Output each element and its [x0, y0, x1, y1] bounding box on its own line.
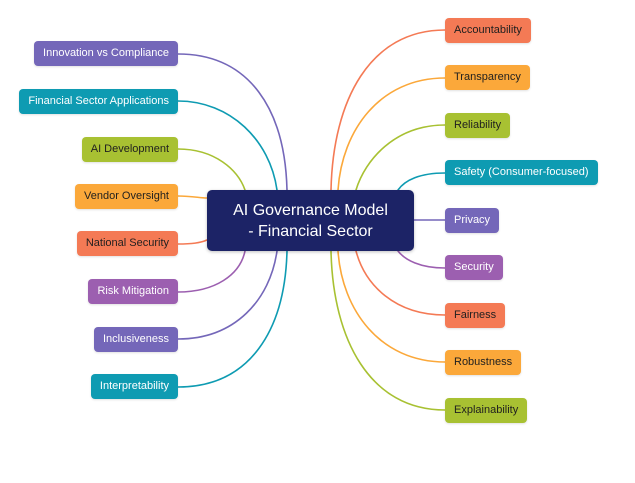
connector-safety: [397, 172, 446, 191]
connector-ai-development: [177, 148, 246, 191]
node-privacy[interactable]: Privacy: [445, 208, 500, 233]
node-ai-development[interactable]: AI Development: [81, 137, 178, 162]
central-topic-line-1: AI Governance Model: [233, 201, 388, 219]
connector-vendor-oversight: [177, 195, 208, 199]
node-national-security[interactable]: National Security: [76, 231, 178, 256]
node-financial-sector-applications[interactable]: Financial Sector Applications: [19, 89, 178, 114]
connector-innovation-vs-compliance: [177, 53, 288, 191]
connector-robustness: [337, 250, 446, 363]
node-accountability[interactable]: Accountability: [445, 18, 531, 43]
connector-reliability: [355, 124, 446, 191]
node-innovation-vs-compliance[interactable]: Innovation vs Compliance: [34, 41, 178, 66]
connector-inclusiveness: [177, 250, 278, 340]
connector-national-security: [177, 239, 208, 245]
node-risk-mitigation[interactable]: Risk Mitigation: [88, 279, 178, 304]
connector-transparency: [337, 77, 446, 191]
node-inclusiveness[interactable]: Inclusiveness: [93, 327, 178, 352]
node-security[interactable]: Security: [445, 255, 503, 280]
node-reliability[interactable]: Reliability: [445, 113, 511, 138]
node-interpretability[interactable]: Interpretability: [90, 374, 178, 399]
connector-security: [397, 250, 446, 269]
connector-fairness: [355, 250, 446, 316]
node-vendor-oversight[interactable]: Vendor Oversight: [75, 184, 178, 209]
central-topic-node[interactable]: AI Governance Model - Financial Sector: [207, 190, 414, 251]
node-explainability[interactable]: Explainability: [445, 398, 528, 423]
connector-explainability: [330, 250, 446, 411]
connector-risk-mitigation: [177, 250, 246, 293]
central-topic-line-2: - Financial Sector: [248, 222, 373, 240]
node-robustness[interactable]: Robustness: [445, 350, 522, 375]
node-fairness[interactable]: Fairness: [445, 303, 506, 328]
connector-interpretability: [177, 250, 288, 388]
connector-financial-sector-applications: [177, 100, 278, 191]
connector-accountability: [330, 29, 446, 191]
node-transparency[interactable]: Transparency: [445, 65, 530, 90]
node-safety-consumer-focused[interactable]: Safety (Consumer-focused): [445, 160, 598, 185]
